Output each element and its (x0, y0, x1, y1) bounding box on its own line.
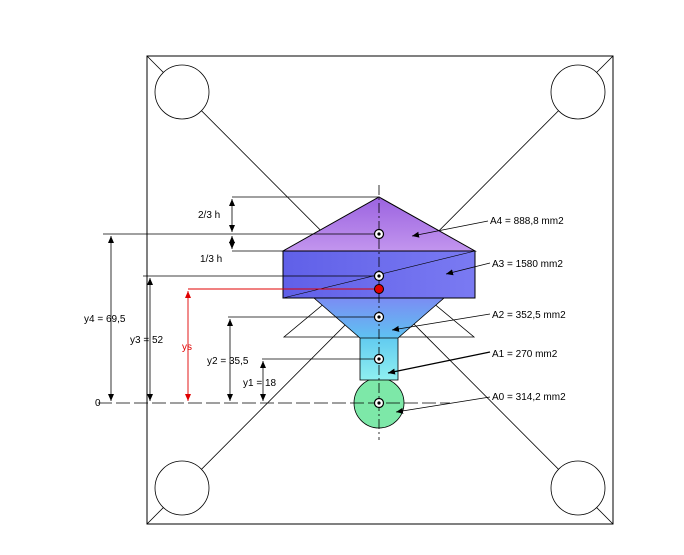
leader-a3 (445, 262, 491, 276)
label-y4: y4 = 69,5 (84, 314, 126, 325)
leader-a1 (387, 351, 491, 375)
bolt-hole (550, 460, 606, 516)
leader-a4 (411, 220, 489, 238)
label-y3: y3 = 52 (130, 335, 164, 346)
centroid-marker-a4 (373, 228, 385, 240)
bolt-hole (550, 64, 606, 120)
label-a3: A3 = 1580 mm2 (492, 259, 563, 270)
label-y1: y1 = 18 (243, 378, 277, 389)
label-a2: A2 = 352,5 mm2 (492, 310, 566, 321)
bolt-hole (154, 460, 210, 516)
leader-a2 (391, 313, 491, 332)
label-one-third-h: 1/3 h (200, 254, 222, 265)
label-a4: A4 = 888,8 mm2 (490, 216, 564, 227)
label-a1: A1 = 270 mm2 (492, 349, 558, 360)
centroid-marker-a2 (373, 311, 385, 323)
centroid-marker-a1 (373, 353, 385, 365)
label-two-thirds-h: 2/3 h (198, 210, 220, 221)
bolt-hole (154, 64, 210, 120)
centroid-marker-total (374, 284, 384, 294)
label-a0: A0 = 314,2 mm2 (492, 392, 566, 403)
centroid-marker-a0 (373, 397, 385, 409)
label-ys: ys (182, 342, 192, 353)
centroid-marker-a3 (373, 270, 385, 282)
leader-a0 (395, 396, 491, 414)
label-y2: y2 = 35,5 (207, 356, 249, 367)
label-zero: 0 (95, 398, 101, 409)
